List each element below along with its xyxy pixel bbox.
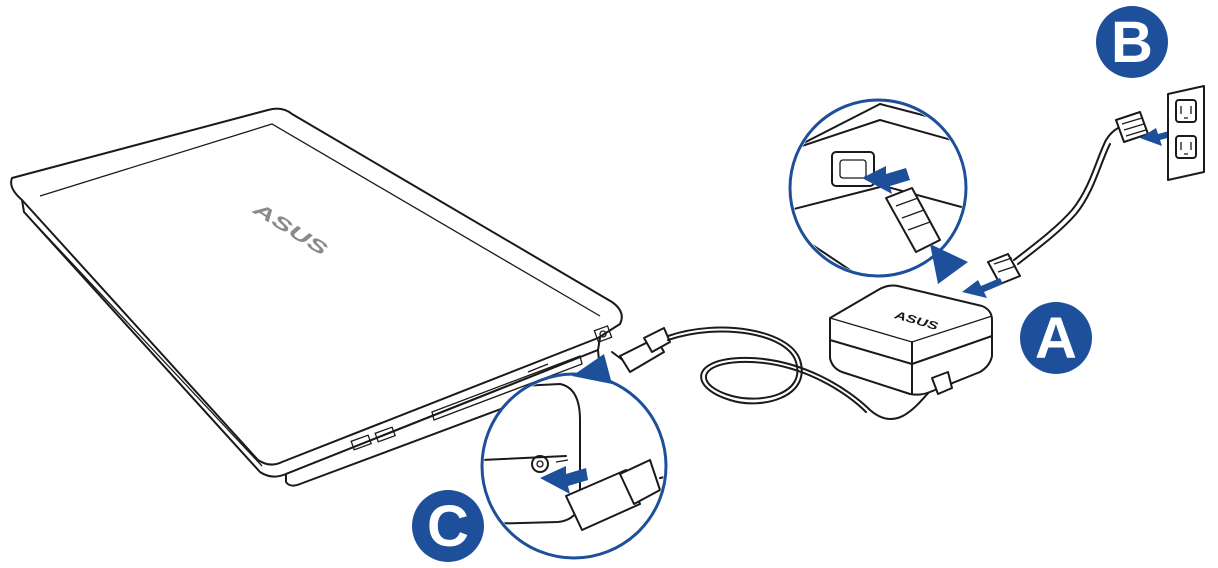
badge-a: A (1020, 302, 1092, 374)
ac-connector (987, 253, 1021, 285)
detail-adapter-input (788, 98, 968, 284)
power-adapter: ASUS (829, 284, 993, 396)
wall-outlet (1167, 85, 1205, 181)
dc-cable (667, 326, 941, 421)
ac-cord (1013, 123, 1129, 261)
laptop: ASUS (10, 107, 623, 487)
svg-text:C: C (427, 494, 469, 559)
badge-c: C (412, 490, 484, 562)
dc-plug (611, 327, 671, 373)
wall-plug (1115, 111, 1149, 143)
arrow-ac-to-adapter (962, 278, 1003, 298)
badge-b: B (1096, 6, 1168, 78)
svg-text:A: A (1035, 306, 1077, 371)
svg-text:B: B (1111, 10, 1153, 75)
detail-laptop-port (480, 354, 668, 560)
